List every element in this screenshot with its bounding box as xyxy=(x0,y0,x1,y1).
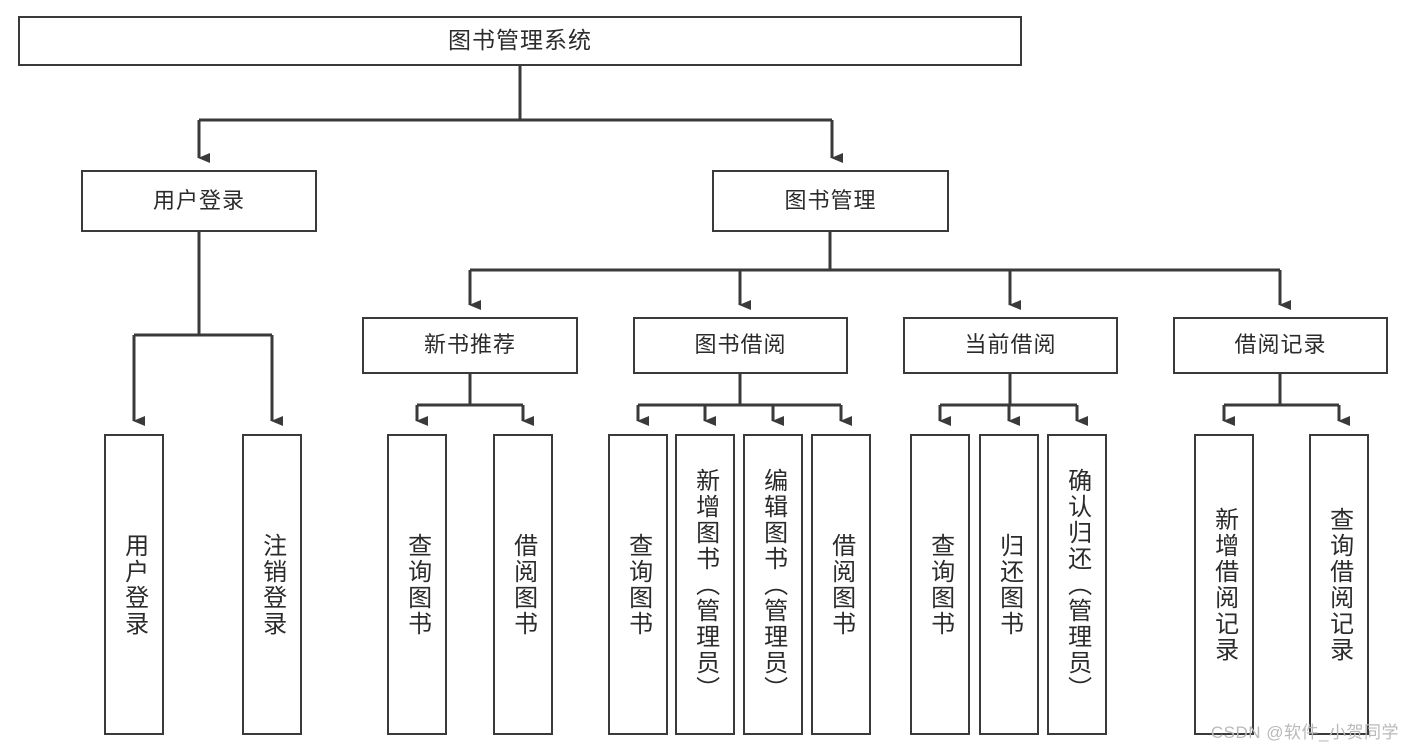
node-label: 新书推荐 xyxy=(423,332,516,358)
node-label: 借阅图书 xyxy=(509,532,537,637)
leaf-add-borrow-record[interactable]: 新增借阅记录 xyxy=(1194,434,1254,735)
leaf-query-book-current[interactable]: 查询图书 xyxy=(910,434,970,735)
node-label: 查询借阅记录 xyxy=(1325,506,1353,663)
node-label: 查询图书 xyxy=(926,532,954,637)
leaf-borrow-book-recommend[interactable]: 借阅图书 xyxy=(493,434,553,735)
node-borrow-record[interactable]: 借阅记录 xyxy=(1173,317,1388,374)
leaf-edit-book[interactable]: 编辑图书（管理员） xyxy=(743,434,803,735)
node-label: 新增图书（管理员） xyxy=(691,467,719,702)
node-label: 查询图书 xyxy=(403,532,431,637)
node-label: 新增借阅记录 xyxy=(1210,506,1238,663)
node-book-manage[interactable]: 图书管理 xyxy=(712,170,949,232)
node-label: 图书管理系统 xyxy=(448,27,592,54)
node-label: 确认归还（管理员） xyxy=(1063,467,1091,702)
leaf-add-book[interactable]: 新增图书（管理员） xyxy=(675,434,735,735)
node-label: 编辑图书（管理员） xyxy=(759,467,787,702)
node-root-system[interactable]: 图书管理系统 xyxy=(18,16,1022,66)
node-label: 图书借阅 xyxy=(694,332,787,358)
leaf-logout-login[interactable]: 注销登录 xyxy=(242,434,302,735)
node-label: 图书管理 xyxy=(784,187,877,213)
node-user-login[interactable]: 用户登录 xyxy=(81,170,317,232)
leaf-user-login[interactable]: 用户登录 xyxy=(104,434,164,735)
leaf-return-book[interactable]: 归还图书 xyxy=(979,434,1039,735)
node-current-borrow[interactable]: 当前借阅 xyxy=(903,317,1118,374)
node-label: 借阅图书 xyxy=(827,532,855,637)
leaf-query-book-borrow[interactable]: 查询图书 xyxy=(608,434,668,735)
watermark-text: CSDN @软件_小贺同学 xyxy=(1210,723,1399,742)
node-label: 当前借阅 xyxy=(964,332,1057,358)
leaf-query-borrow-record[interactable]: 查询借阅记录 xyxy=(1309,434,1369,735)
leaf-query-book-recommend[interactable]: 查询图书 xyxy=(387,434,447,735)
node-book-borrow[interactable]: 图书借阅 xyxy=(633,317,848,374)
leaf-confirm-return[interactable]: 确认归还（管理员） xyxy=(1047,434,1107,735)
node-label: 借阅记录 xyxy=(1234,332,1327,358)
node-label: 用户登录 xyxy=(120,532,148,637)
node-new-book-recommend[interactable]: 新书推荐 xyxy=(362,317,578,374)
node-label: 归还图书 xyxy=(995,532,1023,637)
leaf-borrow-book[interactable]: 借阅图书 xyxy=(811,434,871,735)
node-label: 查询图书 xyxy=(624,532,652,637)
node-label: 注销登录 xyxy=(258,532,286,637)
node-label: 用户登录 xyxy=(152,187,245,213)
